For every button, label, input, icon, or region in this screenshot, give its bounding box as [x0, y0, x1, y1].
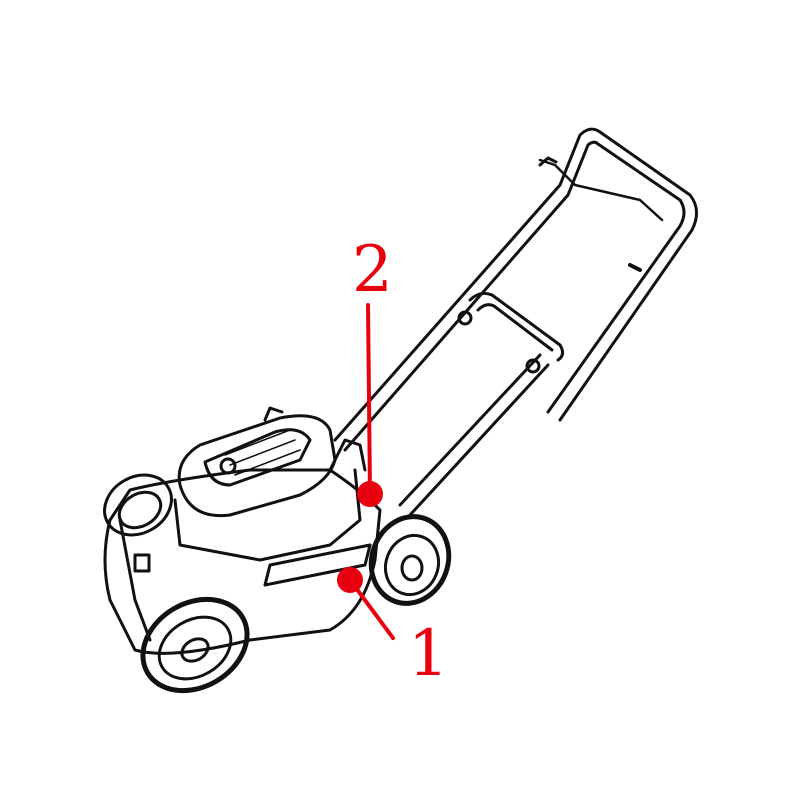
callout-2-label: 2	[352, 233, 393, 307]
callout-2	[357, 303, 383, 507]
callout-1-dot	[337, 567, 363, 593]
engine	[173, 406, 367, 562]
rear-right-wheel	[368, 514, 452, 606]
front-left-wheel	[103, 473, 173, 537]
callout-1	[337, 567, 395, 640]
handle	[333, 127, 698, 517]
deck	[103, 468, 382, 655]
callout-2-dot	[357, 481, 383, 507]
rear-left-wheel	[140, 596, 250, 694]
callout-1-label: 1	[408, 617, 449, 691]
